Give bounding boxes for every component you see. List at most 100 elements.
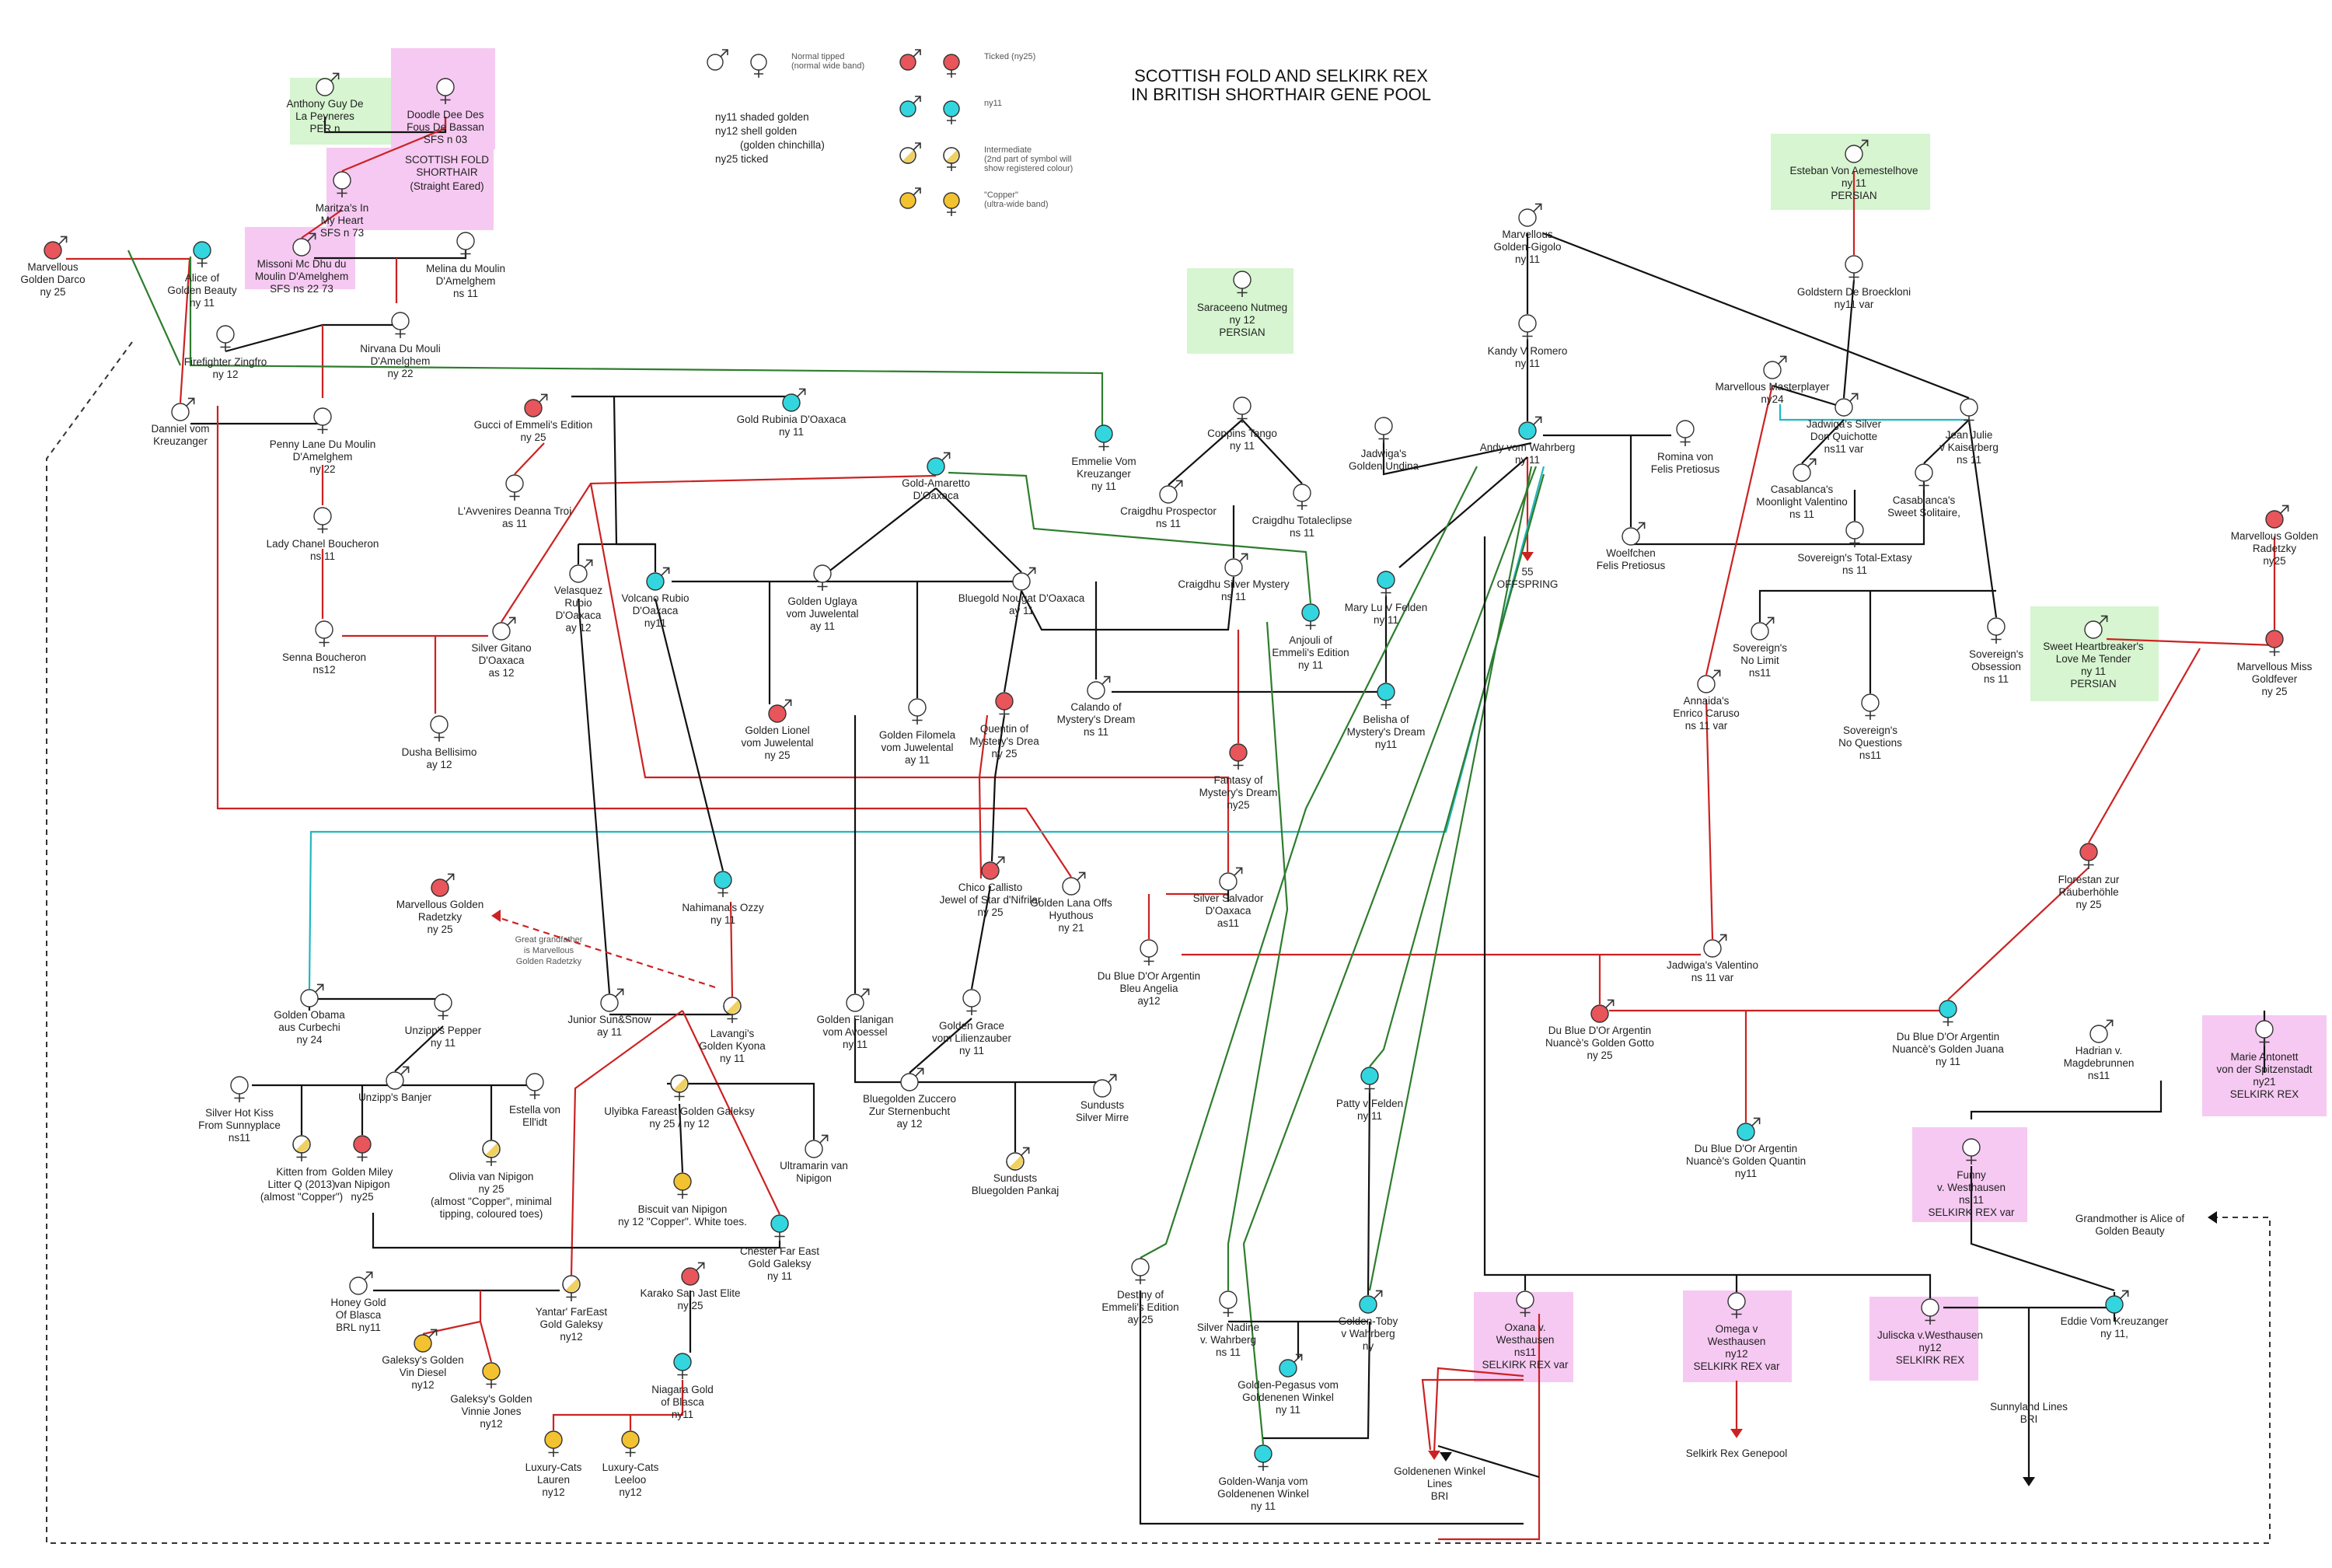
female-symbol-icon bbox=[482, 1140, 501, 1166]
female-symbol-icon bbox=[1915, 463, 1933, 490]
female-symbol-icon bbox=[908, 698, 927, 725]
male-symbol-icon bbox=[1737, 1117, 1761, 1141]
male-symbol-icon bbox=[1062, 871, 1086, 896]
pedigree-link-black bbox=[1003, 590, 1023, 693]
female-symbol-icon bbox=[216, 325, 235, 351]
pedigree-link-black bbox=[654, 598, 724, 871]
pedigree-link-red bbox=[1947, 867, 2089, 1001]
pedigree-link-red bbox=[514, 442, 545, 475]
male-symbol-icon bbox=[300, 983, 324, 1008]
male-symbol-icon bbox=[899, 49, 921, 71]
male-symbol-icon bbox=[414, 1329, 438, 1353]
pedigree-link-green bbox=[948, 471, 1312, 604]
pedigree-link-black bbox=[1801, 419, 1845, 464]
cat-node-unzippsbanjer: Unzipp's Banjer bbox=[358, 1066, 432, 1103]
pedigree-link-black bbox=[394, 1025, 444, 1072]
male-symbol-icon bbox=[782, 388, 806, 412]
female-symbol-icon bbox=[621, 1430, 640, 1457]
straight-eared-label: (Straight Eared) bbox=[410, 180, 484, 192]
female-symbol-icon bbox=[2265, 630, 2284, 656]
male-symbol-icon bbox=[1087, 676, 1111, 700]
pedigree-link-green bbox=[1242, 466, 1538, 1445]
pedigree-link-red bbox=[479, 1321, 493, 1363]
female-symbol-icon bbox=[1962, 1138, 1981, 1165]
female-symbol-icon bbox=[750, 54, 767, 78]
female-symbol-icon bbox=[436, 78, 455, 104]
female-symbol-icon bbox=[434, 994, 452, 1020]
male-symbol-icon bbox=[899, 142, 921, 164]
female-symbol-icon bbox=[1233, 396, 1252, 423]
male-symbol-icon bbox=[1093, 1074, 1117, 1098]
female-symbol-icon bbox=[391, 312, 410, 338]
pedigree-link-black bbox=[1772, 384, 1845, 409]
male-symbol-icon bbox=[805, 1134, 829, 1158]
female-symbol-icon bbox=[1845, 521, 1864, 547]
female-symbol-icon bbox=[943, 100, 960, 124]
pedigree-link-red bbox=[1705, 385, 1774, 676]
pedigree-link-red bbox=[552, 1380, 684, 1430]
pedigree-link-red bbox=[1433, 1367, 1524, 1453]
pedigree-link-black bbox=[1923, 419, 1970, 464]
breed-box-green bbox=[290, 78, 396, 145]
female-symbol-icon bbox=[1233, 271, 1252, 297]
female-symbol-icon bbox=[1921, 1298, 1939, 1325]
great-grandfather-arrow bbox=[491, 910, 501, 922]
